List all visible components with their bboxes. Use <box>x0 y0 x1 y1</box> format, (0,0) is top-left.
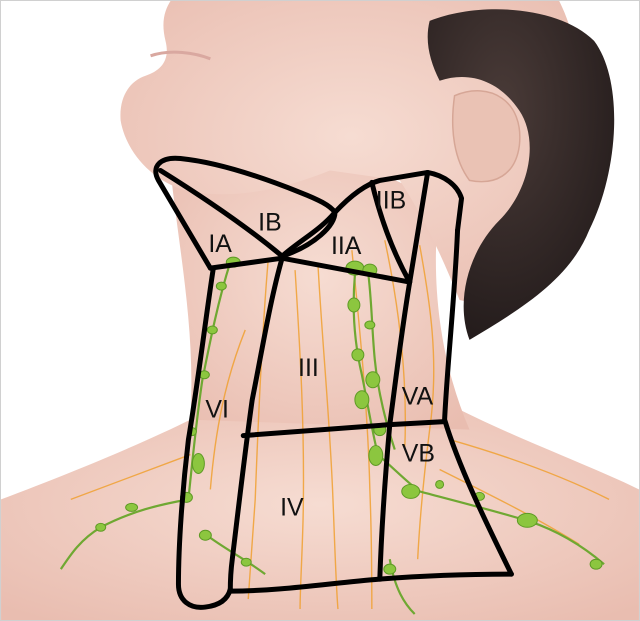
label-iv: IV <box>280 493 304 521</box>
label-va: VA <box>402 383 434 411</box>
label-iib: IIB <box>376 186 406 214</box>
zone-va-vb-divider <box>390 422 445 425</box>
label-iia: IIA <box>331 232 362 260</box>
label-iii: III <box>298 354 319 382</box>
label-vb: VB <box>402 440 435 468</box>
label-vi: VI <box>205 396 229 424</box>
ear <box>453 91 520 182</box>
label-ib: IB <box>258 208 282 236</box>
label-ia: IA <box>208 230 232 258</box>
shoulders <box>1 410 639 620</box>
